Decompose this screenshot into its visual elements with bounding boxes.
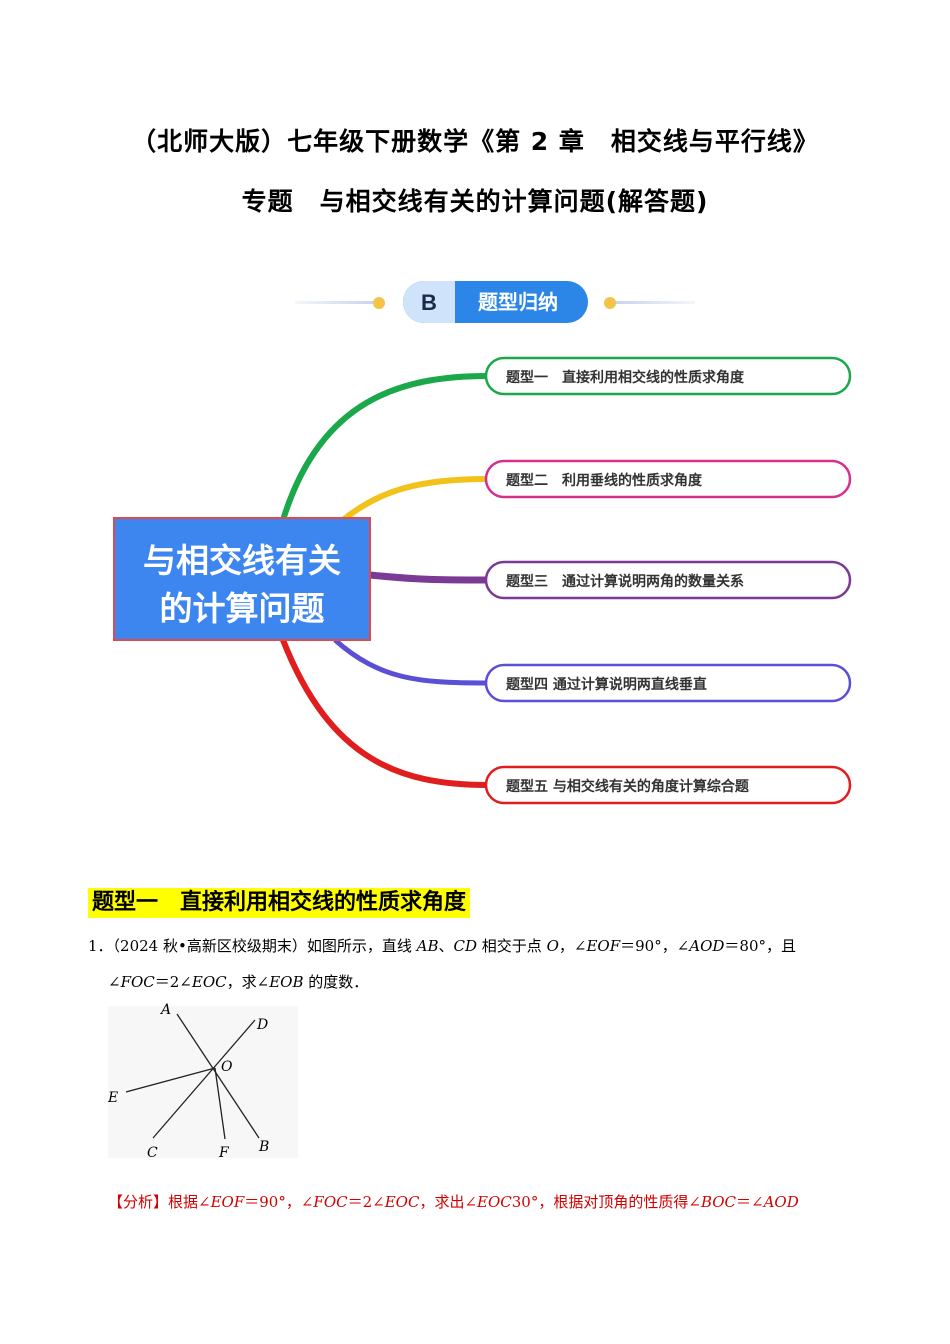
branch-line-4: [333, 638, 488, 686]
center-box: [113, 517, 371, 641]
branch-box-2: [484, 459, 852, 499]
branch-line-3: [369, 571, 488, 584]
branch-2: 题型二 利用垂线的性质求角度: [484, 459, 852, 499]
banner-line-left: [295, 301, 375, 304]
banner-letter: B: [421, 290, 437, 315]
branch-1: 题型一 直接利用相交线的性质求角度: [484, 356, 852, 396]
line-AB: [176, 1013, 260, 1139]
branch-line-2: [341, 476, 488, 523]
figure-background: [108, 1006, 298, 1158]
question-1: 1．（2024 秋•高新区校级期末）如图所示，直线 AB、CD 相交于点 O，∠…: [88, 928, 878, 1000]
label-D: D: [256, 1017, 268, 1033]
branch-line-5: [280, 638, 488, 788]
line-CD: [152, 1019, 256, 1139]
mind-map: B 题型归纳 与相交线有关 的计算问题 题型一 直接利用相交线的性质求角度 题型…: [113, 281, 852, 805]
branch-box-3: [484, 560, 852, 600]
label-C: C: [147, 1145, 158, 1161]
branch-line-1: [280, 373, 488, 521]
document-subtitle: 专题 与相交线有关的计算问题(解答题): [241, 187, 709, 216]
analysis-text: 【分析】根据∠EOF＝90°，∠FOC＝2∠EOC，求出∠EOC30°，根据对顶…: [108, 1193, 799, 1211]
branch-label-2: 题型二 利用垂线的性质求角度: [506, 472, 703, 489]
label-B: B: [258, 1139, 269, 1155]
ray-OF: [214, 1067, 226, 1140]
label-E: E: [107, 1090, 118, 1106]
banner: B 题型归纳: [295, 281, 695, 323]
label-F: F: [218, 1145, 230, 1161]
question-1-line-2: ∠FOC＝2∠EOC，求∠EOB 的度数．: [108, 973, 369, 991]
center-line-2: 的计算问题: [160, 589, 325, 628]
branch-3: 题型三 通过计算说明两角的数量关系: [484, 560, 852, 600]
banner-line-right: [615, 301, 695, 304]
question-1-line-1: 1．（2024 秋•高新区校级期末）如图所示，直线 AB、CD 相交于点 O，∠…: [88, 937, 797, 955]
document-title: （北师大版）七年级下册数学《第 2 章 相交线与平行线》: [131, 127, 819, 156]
center-line-1: 与相交线有关: [143, 541, 341, 580]
branch-label-4: 题型四 通过计算说明两直线垂直: [506, 676, 707, 693]
branch-4: 题型四 通过计算说明两直线垂直: [484, 663, 852, 703]
banner-dot-left: [373, 297, 385, 309]
banner-dot-right: [604, 297, 616, 309]
banner-text: 题型归纳: [478, 290, 558, 314]
label-A: A: [159, 1002, 171, 1018]
ray-OE: [125, 1067, 216, 1093]
branch-label-1: 题型一 直接利用相交线的性质求角度: [506, 369, 745, 386]
branch-box-5: [484, 765, 852, 805]
geometry-figure: A D O E C F B: [107, 1002, 298, 1161]
branch-label-5: 题型五 与相交线有关的角度计算综合题: [506, 778, 750, 795]
branch-box-4: [484, 663, 852, 703]
branch-5: 题型五 与相交线有关的角度计算综合题: [484, 765, 852, 805]
section-heading: 题型一 直接利用相交线的性质求角度: [88, 888, 471, 918]
branch-label-3: 题型三 通过计算说明两角的数量关系: [506, 573, 744, 590]
label-O: O: [221, 1059, 233, 1075]
branch-box-1: [484, 356, 852, 396]
center-topic: 与相交线有关 的计算问题: [113, 517, 371, 641]
